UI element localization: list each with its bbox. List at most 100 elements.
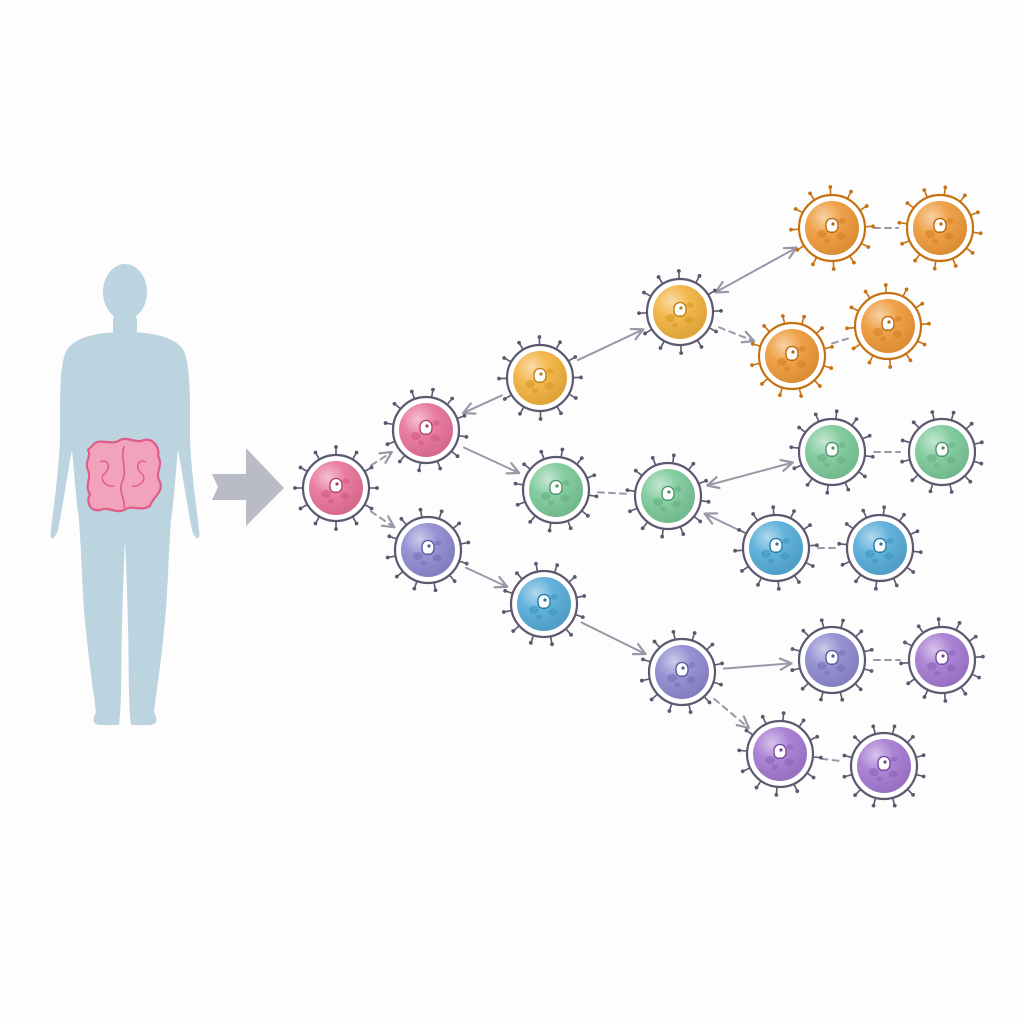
cell-c15 bbox=[900, 410, 984, 494]
cell-spike-tip bbox=[501, 610, 506, 614]
cell-c05 bbox=[513, 447, 599, 533]
cell-nucleus bbox=[675, 661, 689, 677]
cell-spike-tip bbox=[921, 774, 926, 779]
cell-spike-tip bbox=[840, 697, 845, 702]
cell-organelle bbox=[884, 552, 894, 560]
cell-spike-tip bbox=[957, 621, 962, 625]
cell-organelle bbox=[948, 442, 956, 448]
cell-spike-tip bbox=[559, 411, 563, 416]
cell-organelle bbox=[411, 432, 421, 440]
cell-spike-tip bbox=[975, 210, 980, 215]
cell-organelle bbox=[562, 480, 570, 486]
cell-spike-tip bbox=[871, 224, 875, 229]
connector-c12-c13 bbox=[831, 337, 849, 345]
cell-spike-tip bbox=[795, 248, 800, 252]
cell-organelle bbox=[672, 500, 682, 508]
cell-nucleus bbox=[933, 217, 947, 233]
cell-spike-tip bbox=[522, 462, 527, 467]
cell-nucleolus bbox=[831, 222, 835, 226]
cell-organelle bbox=[784, 758, 794, 766]
connector-c07-c12 bbox=[718, 326, 756, 344]
cell-spike-tip bbox=[656, 275, 661, 279]
cell-organelle bbox=[798, 346, 806, 352]
cell-nucleus bbox=[785, 345, 799, 361]
cell-spike-tip bbox=[385, 555, 390, 560]
cell-spike-tip bbox=[392, 401, 397, 406]
cell-c19 bbox=[899, 617, 985, 703]
cell-spike-tip bbox=[518, 411, 522, 416]
cell-spike-tip bbox=[579, 375, 583, 380]
cell-spike-tip bbox=[354, 521, 359, 526]
cell-nucleus bbox=[419, 419, 433, 435]
cell-spike-tip bbox=[704, 478, 708, 483]
cell-nucleolus bbox=[831, 654, 835, 658]
cell-spike-tip bbox=[911, 570, 916, 574]
cell-spike-tip bbox=[840, 562, 845, 567]
cell-spike-tip bbox=[641, 657, 645, 662]
cell-spike-tip bbox=[462, 413, 467, 418]
cell-organelle bbox=[340, 492, 350, 500]
cell-spike-tip bbox=[790, 668, 795, 673]
cell-spike-tip bbox=[802, 314, 806, 319]
human-silhouette-icon bbox=[50, 264, 200, 725]
cell-spike-tip bbox=[667, 709, 672, 713]
cell-spike-tip bbox=[789, 227, 793, 232]
cell-organelle bbox=[927, 454, 937, 462]
cell-spike-tip bbox=[539, 449, 544, 454]
cell-spike-tip bbox=[515, 502, 520, 507]
cell-spike-tip bbox=[464, 435, 469, 439]
cell-spike-tip bbox=[457, 521, 462, 526]
cell-organelle bbox=[777, 358, 787, 366]
cell-spike-tip bbox=[537, 335, 542, 339]
cell-spike-tip bbox=[528, 640, 533, 645]
cell-c04 bbox=[497, 335, 583, 421]
cell-spike-tip bbox=[795, 789, 800, 794]
cell-nucleus bbox=[673, 301, 687, 317]
cell-spike-tip bbox=[943, 698, 948, 703]
cell-organelle bbox=[927, 662, 937, 670]
cell-nucleolus bbox=[335, 482, 339, 486]
cell-organelle bbox=[932, 238, 938, 244]
cell-spike-tip bbox=[582, 594, 587, 598]
cell-spike-tip bbox=[864, 204, 869, 208]
cell-organelle bbox=[824, 238, 830, 244]
cell-organelle bbox=[560, 494, 570, 502]
cell-spike-tip bbox=[714, 329, 718, 334]
cell-spike-tip bbox=[594, 494, 599, 499]
cell-spike-tip bbox=[928, 489, 933, 494]
cell-c14 bbox=[789, 409, 875, 495]
cell-spike-tip bbox=[979, 440, 984, 445]
cell-spike-tip bbox=[710, 642, 715, 647]
cell-organelle bbox=[782, 538, 790, 544]
cell-spike-tip bbox=[819, 697, 823, 702]
cell-spike-tip bbox=[369, 506, 374, 511]
cell-organelle bbox=[653, 498, 663, 506]
cell-nucleus bbox=[825, 441, 839, 457]
cell-spike-tip bbox=[805, 483, 810, 487]
cell-nucleus bbox=[661, 485, 675, 501]
cell-spike-tip bbox=[829, 366, 834, 370]
cell-spike-tip bbox=[637, 311, 641, 316]
cell-c03 bbox=[385, 507, 471, 593]
cell-spike-tip bbox=[953, 263, 958, 268]
cell-spike-tip bbox=[846, 487, 851, 492]
cell-spike-tip bbox=[409, 389, 414, 394]
cell-spike-tip bbox=[793, 207, 798, 211]
cell-spike-tip bbox=[916, 624, 921, 629]
cell-organelle bbox=[674, 682, 680, 688]
cell-spike-tip bbox=[936, 617, 941, 622]
cell-spike-tip bbox=[547, 528, 552, 533]
cell-organelle bbox=[817, 662, 827, 670]
cell-nucleus bbox=[533, 367, 547, 383]
cell-spike-tip bbox=[397, 459, 402, 464]
cell-spike-tip bbox=[658, 346, 663, 350]
cell-spike-tip bbox=[592, 473, 597, 478]
cell-organelle bbox=[667, 674, 677, 682]
cell-organelle bbox=[824, 462, 830, 468]
cell-nucleus bbox=[825, 217, 839, 233]
cell-spike-tip bbox=[298, 465, 303, 470]
cell-spike-tip bbox=[691, 461, 696, 466]
cell-organelle bbox=[525, 380, 535, 388]
cell-c16 bbox=[733, 505, 819, 591]
